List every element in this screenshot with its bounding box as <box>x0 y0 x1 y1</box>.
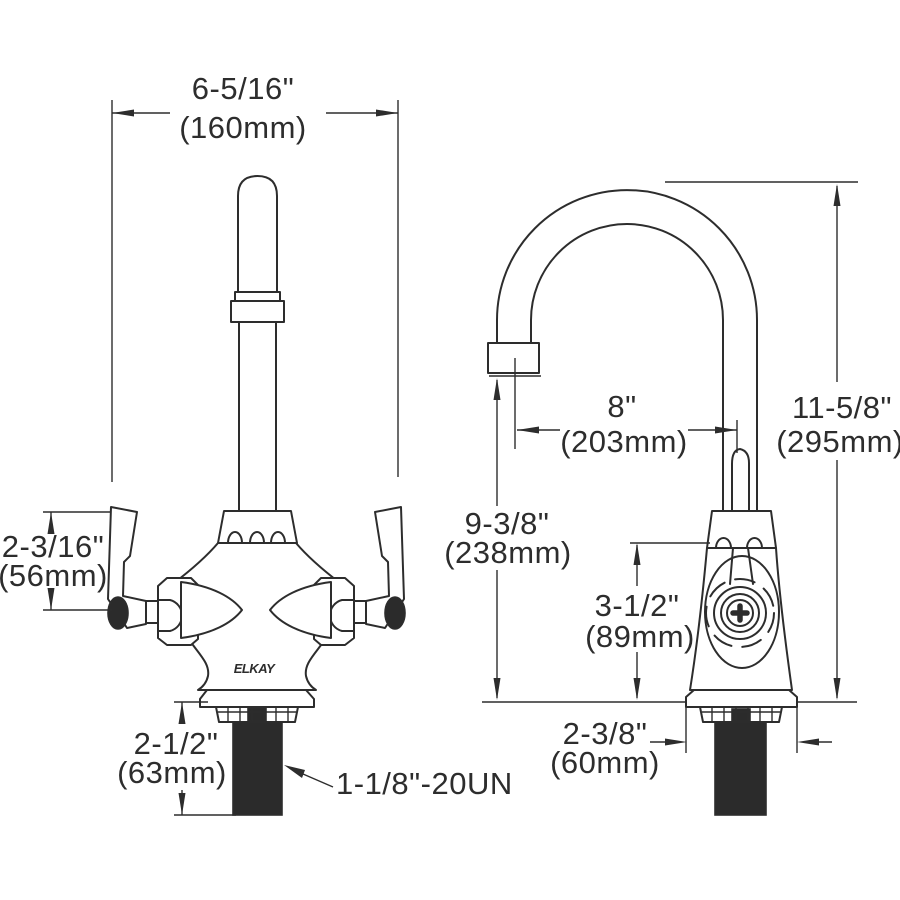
dim-overall-height: 11-5/8" (295mm) <box>665 181 900 700</box>
dim-base-width-metric: (60mm) <box>550 745 660 780</box>
brand-logo: ELKAY <box>234 661 276 676</box>
dim-spout-reach-metric: (203mm) <box>560 424 688 459</box>
handle-lever-side <box>731 448 750 512</box>
dim-handle-height: 2-3/16" (56mm) <box>0 511 112 611</box>
aerator <box>487 342 540 374</box>
dim-overall-height-inches: 11-5/8" <box>792 390 892 425</box>
dim-body-height-inches: 3-1/2" <box>595 588 680 623</box>
dim-spout-outlet-height-inches: 9-3/8" <box>465 506 550 541</box>
spout-tube-upper <box>237 175 278 293</box>
mounting-shank-side <box>714 721 767 816</box>
body-face-curve <box>704 555 780 669</box>
dim-handle-height-inches: 2-3/16" <box>2 529 104 564</box>
dim-body-height: 3-1/2" (89mm) <box>585 542 710 700</box>
lever-end-cap-left <box>107 596 129 630</box>
base-flange-side <box>685 689 798 708</box>
spout-collar-lip <box>234 291 281 302</box>
side-view <box>482 189 857 816</box>
swivel-nut-scallops <box>227 531 286 544</box>
handle-hub-side <box>705 578 775 648</box>
thread-callout: 1-1/8"-20UN <box>284 765 513 801</box>
dim-handle-height-metric: (56mm) <box>0 558 108 593</box>
spout-collar-nut <box>230 300 285 323</box>
dim-spout-spread: 6-5/16" (160mm) <box>111 71 399 482</box>
dim-overall-height-metric: (295mm) <box>776 424 900 459</box>
dim-base-width-inches: 2-3/8" <box>563 716 648 751</box>
base-flange-front <box>199 689 315 708</box>
swivel-nut-side-scallops <box>715 537 763 549</box>
lever-end-cap-right <box>384 596 406 630</box>
dim-spout-spread-inches: 6-5/16" <box>192 71 294 106</box>
dim-spout-spread-metric: (160mm) <box>179 110 307 145</box>
dim-base-width: 2-3/8" (60mm) <box>550 707 832 780</box>
dim-spout-reach: 8" (203mm) <box>514 358 738 459</box>
valve-cone-right <box>269 581 332 639</box>
dim-spout-outlet-height: 9-3/8" (238mm) <box>444 375 572 700</box>
dim-shank-length-inches: 2-1/2" <box>134 726 219 761</box>
locknut-teeth-side <box>699 706 783 723</box>
dim-spout-reach-inches: 8" <box>607 389 636 424</box>
handle-stem-left <box>145 600 159 624</box>
dim-shank-length-metric: (63mm) <box>117 755 227 790</box>
thread-callout-label: 1-1/8"-20UN <box>336 766 513 801</box>
lever-blade-inner <box>729 547 754 585</box>
phillips-screw-icon <box>730 603 750 623</box>
spout-tube-lower <box>238 321 277 512</box>
valve-cone-left <box>180 581 243 639</box>
mounting-shank-front <box>232 721 283 816</box>
dim-shank-length: 2-1/2" (63mm) <box>117 701 236 816</box>
front-view: ELKAY <box>107 175 406 816</box>
locknut-teeth-front <box>215 706 299 723</box>
dim-body-height-metric: (89mm) <box>585 619 695 654</box>
handle-stem-right <box>353 600 367 624</box>
dim-spout-outlet-height-metric: (238mm) <box>444 535 572 570</box>
